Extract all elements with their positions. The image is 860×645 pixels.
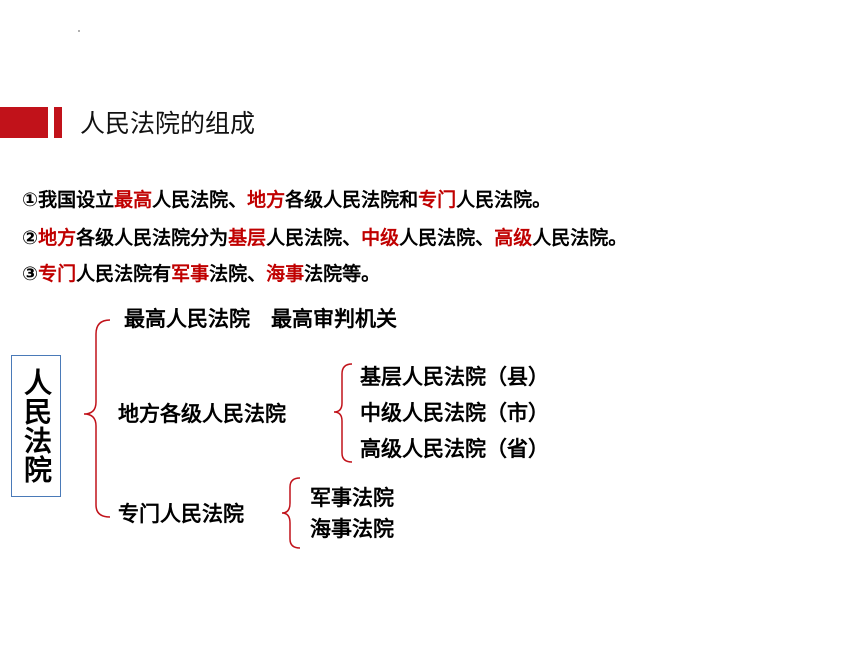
local-bracket [333,363,353,463]
highlight-text: 专门 [418,189,457,211]
statement-text: 各级人民法院和 [285,189,419,211]
statement-line-3: ③专门人民法院有军事法院、海事法院等。 [22,261,380,287]
local-child-basic: 基层人民法院（县） [360,365,549,389]
local-courts-node: 地方各级人民法院 [118,402,286,426]
statement-text: ③ [22,263,39,285]
root-bracket [83,319,111,518]
statement-line-2: ②地方各级人民法院分为基层人民法院、中级人民法院、高级人民法院。 [22,225,627,251]
root-box: 人民法院 [11,355,61,497]
statement-text: 人民法院、 [266,227,362,249]
local-child-high: 高级人民法院（省） [360,437,549,461]
supreme-court-node: 最高人民法院 最高审判机关 [124,307,397,331]
highlight-text: 军事 [171,263,210,285]
highlight-text: 地方 [38,227,77,249]
decorative-dot [78,30,80,32]
statement-text: 人民法院。 [532,227,628,249]
highlight-text: 基层 [228,227,267,249]
statement-line-1: ①我国设立最高人民法院、地方各级人民法院和专门人民法院。 [22,187,551,213]
special-child-maritime: 海事法院 [310,517,394,541]
local-child-intermediate: 中级人民法院（市） [360,401,549,425]
highlight-text: 海事 [266,263,305,285]
highlight-text: 专门 [38,263,77,285]
special-child-military: 军事法院 [310,486,394,510]
title-accent-stripe [54,107,62,138]
special-bracket [281,477,301,549]
statement-text: ①我国设立 [22,189,115,211]
statement-text: 法院、 [209,263,267,285]
title-accent-bar [0,107,48,138]
statement-text: 各级人民法院分为 [76,227,229,249]
statement-text: 人民法院、 [399,227,495,249]
highlight-text: 地方 [247,189,286,211]
highlight-text: 中级 [361,227,400,249]
highlight-text: 高级 [494,227,533,249]
highlight-text: 最高 [114,189,153,211]
statement-text: 法院等。 [304,263,381,285]
statement-text: ② [22,227,39,249]
statement-text: 人民法院有 [76,263,172,285]
root-label: 人民法院 [20,368,53,484]
statement-text: 人民法院、 [152,189,248,211]
special-courts-node: 专门人民法院 [118,502,244,526]
section-title: 人民法院的组成 [80,109,256,138]
statement-text: 人民法院。 [456,189,552,211]
